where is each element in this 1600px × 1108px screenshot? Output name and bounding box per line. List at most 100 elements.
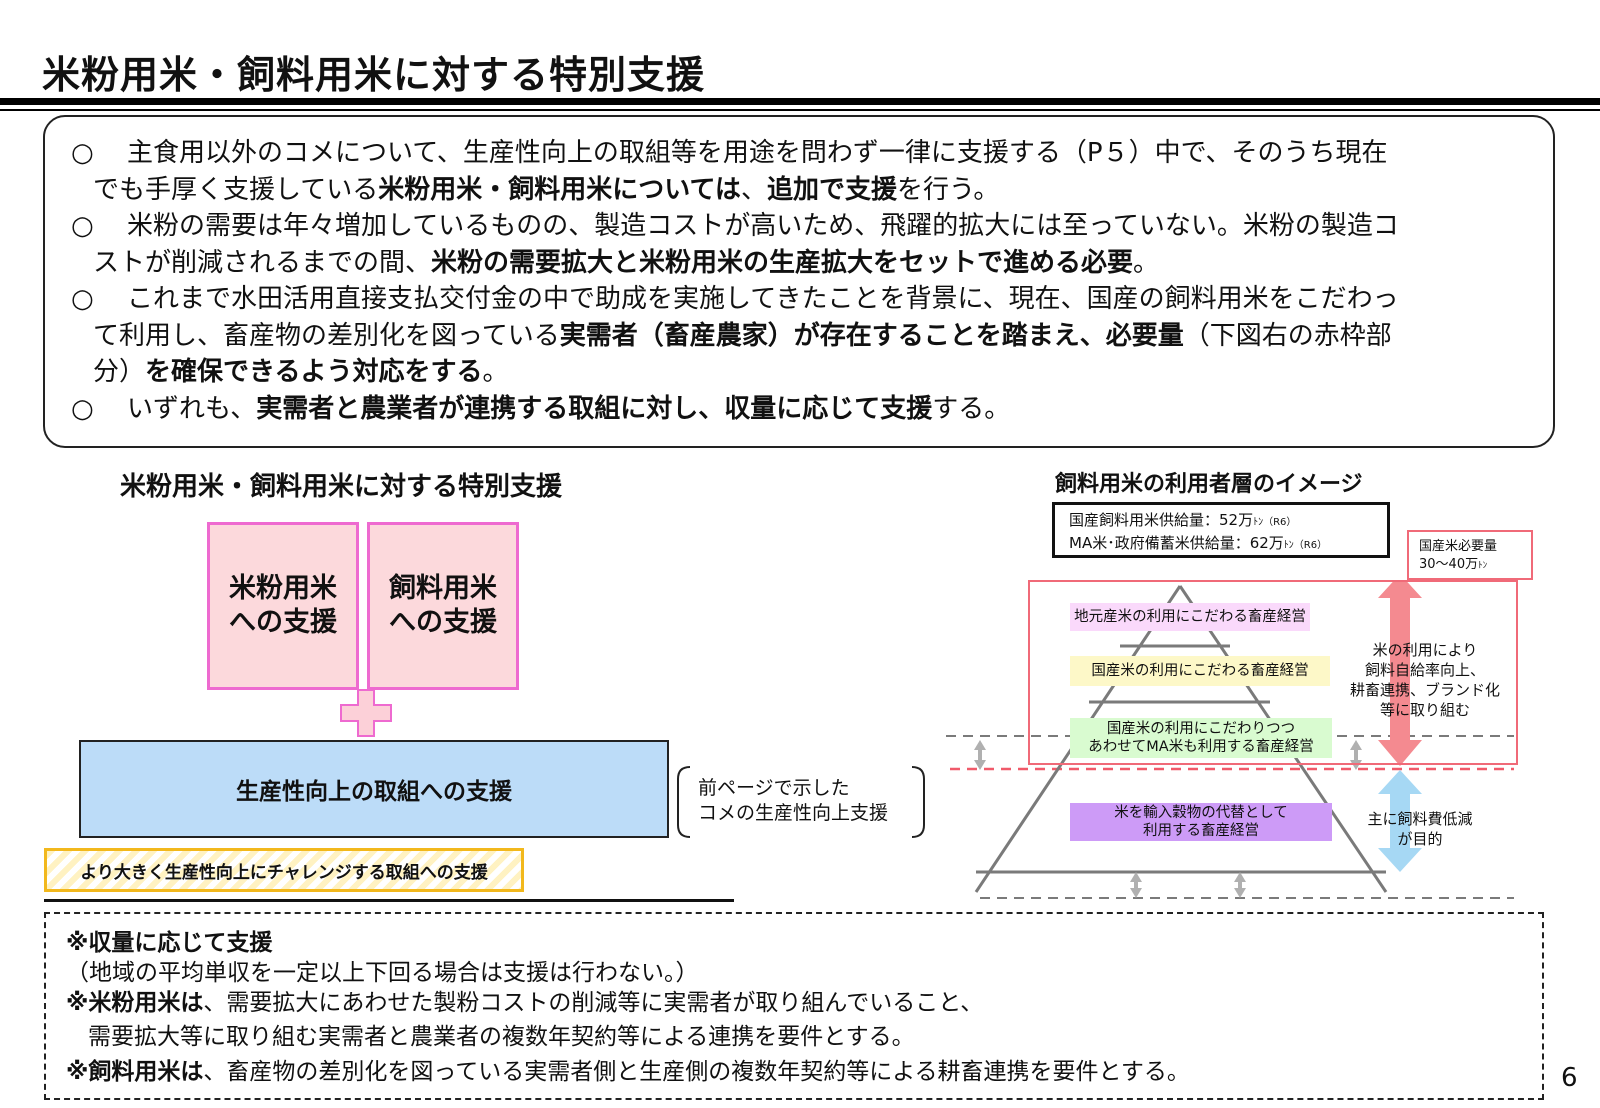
unit-text: ﾄﾝ	[1253, 517, 1264, 528]
note-bold: ※米粉用米は	[66, 990, 204, 1016]
gray-double-arrow	[974, 740, 1362, 898]
note-yield: ※収量に応じて支援	[66, 928, 272, 958]
title-rule-thin	[0, 109, 1600, 111]
bracket-note-text: 前ページで示した	[698, 777, 850, 799]
feed-rice-support-box: 飼料用米への支援	[367, 522, 519, 690]
summary-line-6: て利用し、畜産物の差別化を図っている実需者（畜産農家）が存在することを踏まえ、必…	[93, 318, 1392, 355]
page-title: 米粉用米・飼料用米に対する特別支援	[42, 53, 706, 97]
tier-label: 米を輸入穀物の代替として	[1114, 805, 1288, 821]
requirements-notes-box: ※収量に応じて支援 （地域の平均単収を一定以上下回る場合は支援は行わない。） ※…	[44, 912, 1544, 1100]
rice-flour-support-box: 米粉用米への支援	[207, 522, 359, 690]
summary-text: 。	[482, 357, 509, 387]
note-rice-flour: ※米粉用米は、需要拡大にあわせた製粉コストの削減等に実需者が取り組んでいること、	[66, 988, 983, 1018]
title-rule-thick	[0, 98, 1600, 105]
tier-domestic-and-ma-rice: 国産米の利用にこだわりつつあわせてMA米も利用する畜産経営	[1070, 718, 1332, 758]
bracket-note: 前ページで示した コメの生産性向上支援	[698, 776, 888, 826]
challenge-support-bar: より大きく生産性向上にチャレンジする取組への支援	[44, 848, 524, 892]
note-text: 飼料自給率向上、	[1364, 661, 1485, 679]
pyramid-graphic	[946, 580, 1514, 899]
summary-bold: 追加で支援	[766, 175, 897, 205]
bullet-marker: ○	[71, 394, 94, 424]
plus-icon	[340, 689, 392, 737]
pyramid-title: 飼料用米の利用者層のイメージ	[1055, 472, 1363, 497]
purpose-note-upper: 米の利用により 飼料自給率向上、 耕畜連携、ブランド化 等に取り組む	[1350, 640, 1500, 720]
summary-text: ストが削減されるまでの間、	[93, 248, 432, 278]
summary-bold: 実需者と農業者が連携する取組に対し、収量に応じて支援	[256, 394, 933, 424]
note-bold: ※飼料用米は	[66, 1059, 204, 1085]
note-text: 等に取り組む	[1379, 701, 1470, 719]
bullet-marker: ○	[71, 138, 94, 168]
summary-text: 、	[740, 175, 767, 205]
summary-line-1: ○ 主食用以外のコメについて、生産性向上の取組等を用途を問わず一律に支援する（P５…	[71, 135, 1388, 172]
note-text: 需要拡大等に取り組む実需者と農業者の複数年契約等による連携を要件とする。	[88, 1024, 915, 1050]
note-feed-rice: ※飼料用米は、畜産物の差別化を図っている実需者側と生産側の複数年契約等による耕畜…	[66, 1057, 1190, 1087]
summary-line-8: ○いずれも、実需者と農業者が連携する取組に対し、収量に応じて支援する。	[71, 391, 1010, 428]
box-label: 米粉用米	[229, 573, 337, 604]
left-diagram-heading: 米粉用米・飼料用米に対する特別支援	[120, 472, 563, 502]
note-text: 主に飼料費低減	[1367, 810, 1473, 828]
summary-text: 米粉の需要は年々増加しているものの、製造コストが高いため、飛躍的拡大には至ってい…	[127, 211, 1399, 241]
summary-box: ○ 主食用以外のコメについて、生産性向上の取組等を用途を問わず一律に支援する（P５…	[43, 115, 1555, 448]
page-number: 6	[1561, 1063, 1578, 1093]
tier-label: 利用する畜産経営	[1142, 823, 1259, 839]
summary-text: 。	[1133, 248, 1160, 278]
summary-line-2: でも手厚く支援している米粉用米・飼料用米については、追加で支援を行う。	[93, 172, 999, 209]
note-text: 耕畜連携、ブランド化	[1350, 681, 1501, 699]
summary-line-5: ○ これまで水田活用直接支払交付金の中で助成を実施してきたことを背景に、現在、国産…	[71, 281, 1399, 318]
year-text: （R6）	[1293, 540, 1328, 551]
summary-line-4: ストが削減されるまでの間、米粉の需要拡大と米粉用米の生産拡大をセットで進める必要…	[93, 245, 1159, 282]
need-text: 30～40万	[1419, 557, 1479, 572]
left-diagram-underline	[44, 899, 734, 902]
note-text: 米の利用により	[1372, 641, 1478, 659]
bullet-marker: ○	[71, 284, 94, 314]
summary-text: を行う。	[896, 175, 1000, 205]
note-text: 、畜産物の差別化を図っている実需者側と生産側の複数年契約等による耕畜連携を要件と…	[203, 1059, 1190, 1085]
summary-bold: 米粉の需要拡大と米粉用米の生産拡大をセットで進める必要	[431, 248, 1134, 278]
bullet-marker: ○	[71, 211, 94, 241]
summary-line-7: 分）を確保できるよう対応をする。	[93, 354, 509, 391]
note-text: 、需要拡大にあわせた製粉コストの削減等に実需者が取り組んでいること、	[203, 990, 984, 1016]
blue-double-arrow	[1378, 770, 1422, 872]
summary-text: （下図右の赤枠部	[1183, 321, 1392, 351]
tier-label: あわせてMA米も利用する畜産経営	[1088, 739, 1314, 755]
summary-bold: 実需者（畜産農家）が存在することを踏まえ、必要量	[559, 321, 1184, 351]
note-text: が目的	[1397, 830, 1443, 848]
summary-text: でも手厚く支援している	[93, 175, 379, 205]
summary-text: する。	[932, 394, 1011, 424]
summary-text: 分）	[93, 357, 146, 387]
box-label: への支援	[389, 607, 497, 638]
note-bold: ※収量に応じて支援	[66, 930, 273, 956]
unit-text: ﾄﾝ	[1478, 561, 1488, 571]
unit-text: ﾄﾝ	[1283, 540, 1294, 551]
summary-bold: 米粉用米・飼料用米については	[378, 175, 741, 205]
tier-label: 地元産米の利用にこだわる畜産経営	[1074, 609, 1306, 625]
bracket-note-text: コメの生産性向上支援	[698, 802, 889, 824]
tier-local-rice: 地元産米の利用にこだわる畜産経営	[1070, 603, 1310, 631]
required-amount-red-frame	[1028, 580, 1518, 765]
year-text: （R6）	[1263, 517, 1297, 528]
tier-label: 国産米の利用にこだわりつつ	[1106, 721, 1296, 737]
summary-bold: を確保できるよう対応をする	[145, 357, 483, 387]
box-label: 生産性向上の取組への支援	[236, 779, 512, 805]
tier-import-substitute: 米を輸入穀物の代替として利用する畜産経営	[1070, 803, 1332, 841]
box-label: への支援	[229, 607, 337, 638]
tier-domestic-rice: 国産米の利用にこだわる畜産経営	[1070, 656, 1330, 686]
need-text: 国産米必要量	[1419, 539, 1498, 554]
productivity-support-box: 生産性向上の取組への支援	[79, 740, 669, 838]
summary-line-3: ○ 米粉の需要は年々増加しているものの、製造コストが高いため、飛躍的拡大には至って…	[71, 208, 1399, 245]
box-label: 飼料用米	[389, 573, 497, 604]
note-text: （地域の平均単収を一定以上下回る場合は支援は行わない。）	[66, 960, 699, 986]
required-amount-box: 国産米必要量 30～40万ﾄﾝ	[1407, 530, 1533, 580]
summary-text: て利用し、畜産物の差別化を図っている	[93, 321, 560, 351]
supply-text: MA米･政府備蓄米供給量：62万	[1069, 534, 1284, 552]
tier-label: 国産米の利用にこだわる畜産経営	[1091, 663, 1309, 679]
pink-double-arrow	[1378, 580, 1422, 766]
bar-label: より大きく生産性向上にチャレンジする取組への支援	[80, 862, 488, 883]
note-rice-flour-cont: 需要拡大等に取り組む実需者と農業者の複数年契約等による連携を要件とする。	[88, 1022, 915, 1052]
bracket-shape	[677, 766, 925, 838]
supply-info-box: 国産飼料用米供給量：52万ﾄﾝ（R6） MA米･政府備蓄米供給量：62万ﾄﾝ（R…	[1052, 502, 1390, 558]
note-yield-sub: （地域の平均単収を一定以上下回る場合は支援は行わない。）	[66, 958, 699, 988]
supply-text: 国産飼料用米供給量：52万	[1069, 511, 1254, 529]
summary-text: 主食用以外のコメについて、生産性向上の取組等を用途を問わず一律に支援する（P５）…	[127, 138, 1388, 168]
summary-text: これまで水田活用直接支払交付金の中で助成を実施してきたことを背景に、現在、国産の…	[127, 284, 1399, 314]
